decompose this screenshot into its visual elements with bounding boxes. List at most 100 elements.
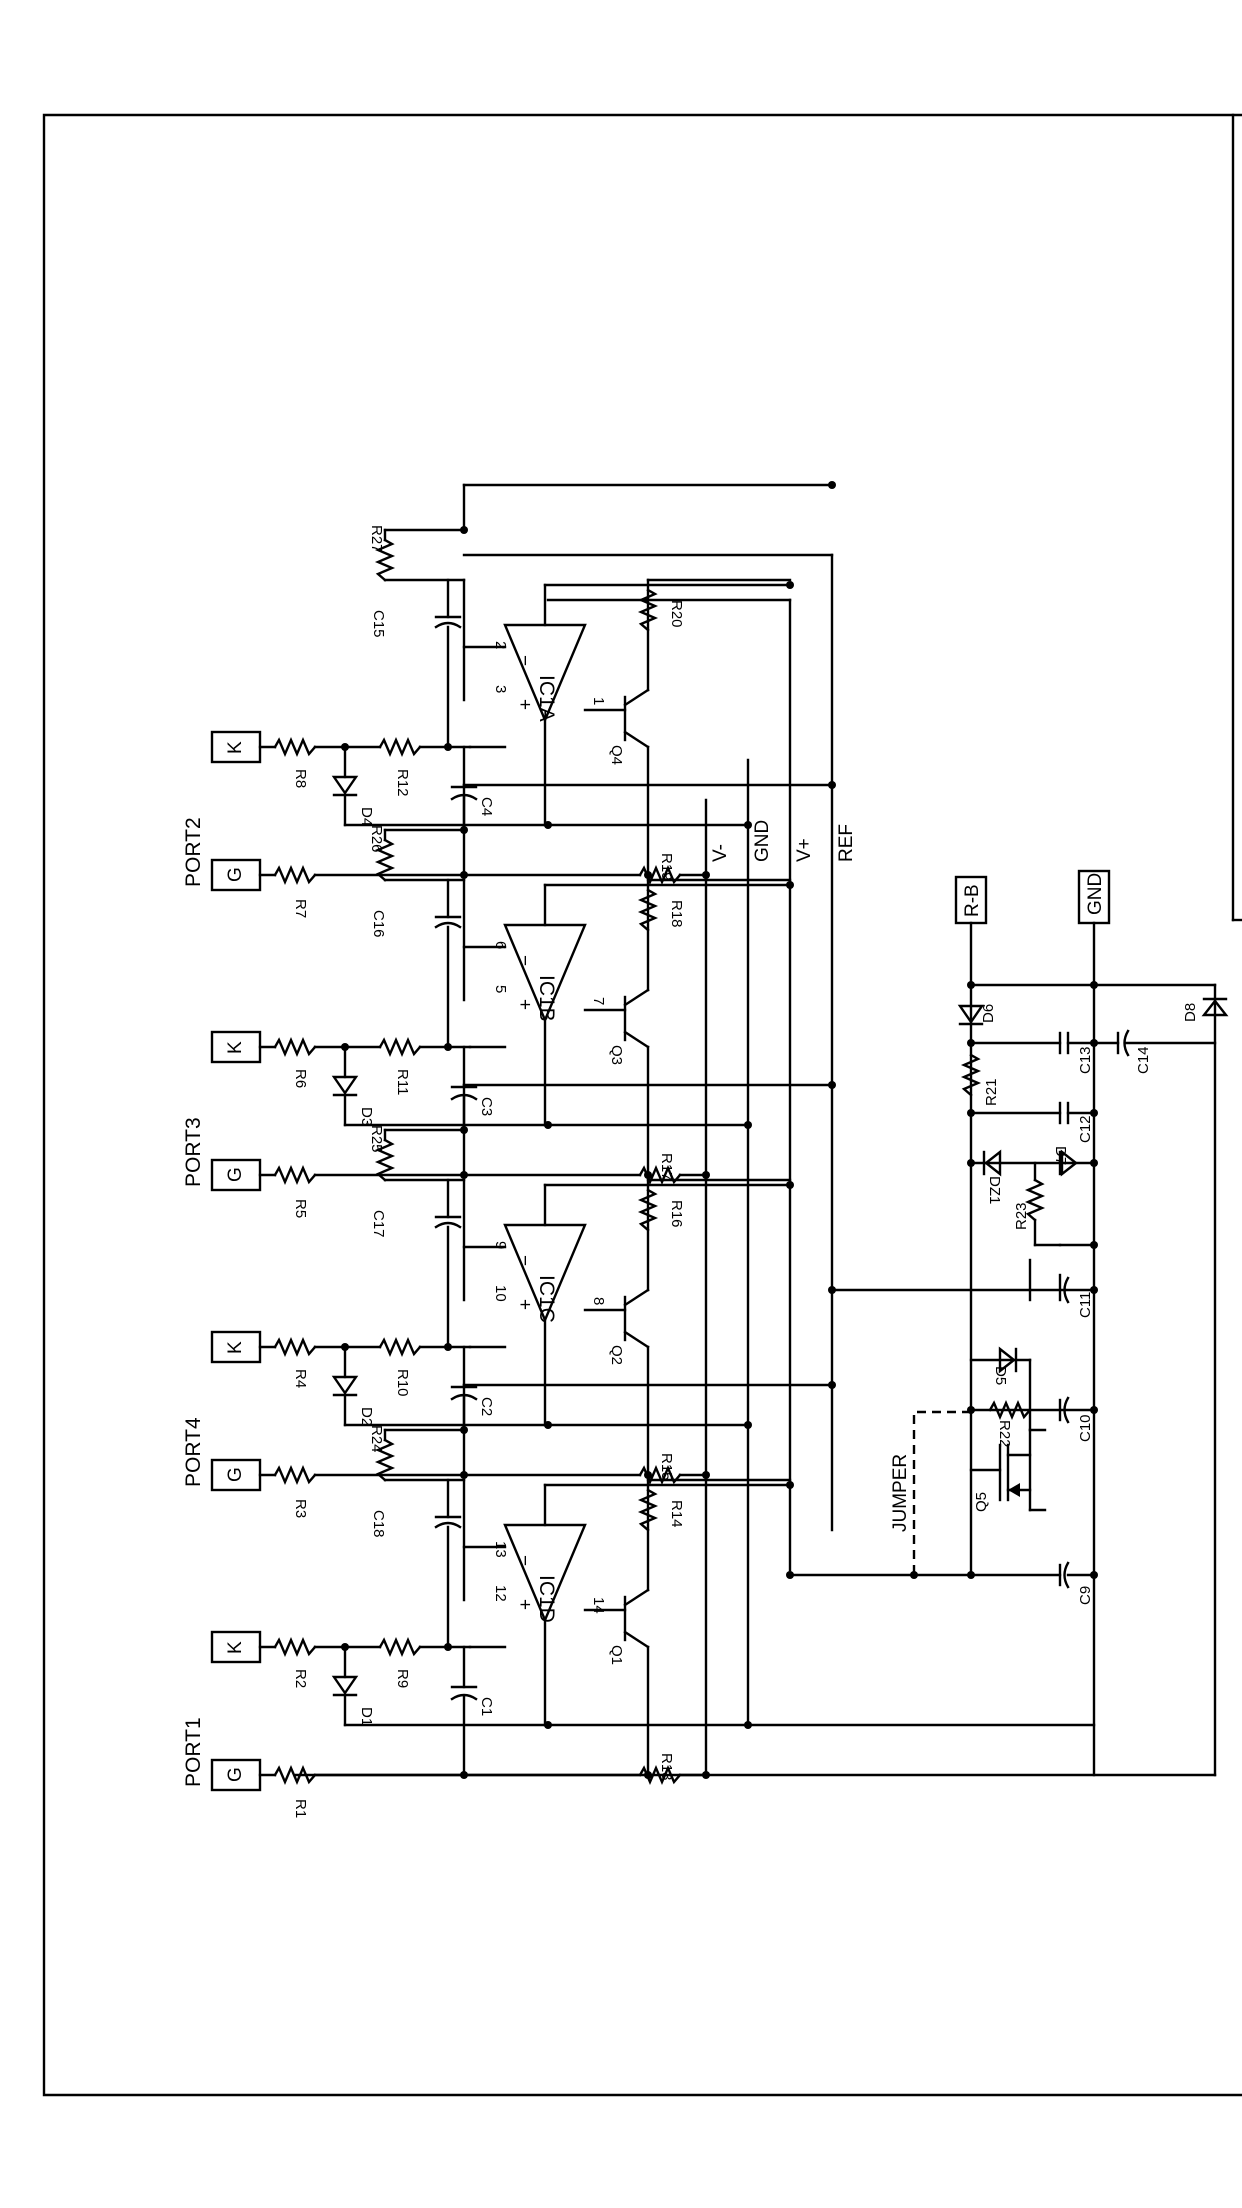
minus-sign: − [514, 655, 535, 666]
rail-label-gnd: GND [752, 820, 773, 862]
r-g-label: R3 [292, 1499, 309, 1518]
d6-label: D6 [980, 1004, 997, 1023]
opamp-label: IC1D [535, 1575, 558, 1623]
plus-sign: + [514, 1299, 535, 1310]
rail-label-vplus: V+ [794, 838, 815, 862]
g-terminal-label: G [225, 1467, 246, 1482]
cap-in-label: C1 [478, 1697, 495, 1716]
pin-plus-label: 3 [492, 685, 509, 693]
rb-terminal-label: R-B [962, 884, 983, 917]
rail-label-vminus: V- [710, 844, 731, 862]
rail-label-ref: REF [836, 824, 857, 862]
g-terminal-label: G [225, 1167, 246, 1182]
diode-label: D1 [358, 1707, 375, 1726]
r-k-label: R8 [292, 769, 309, 788]
gnd-terminal-label: GND [1085, 873, 1106, 915]
r-in-label: R11 [394, 1069, 411, 1095]
diode-label: D2 [358, 1407, 375, 1426]
g-terminal-label: G [225, 867, 246, 882]
r-fb-label: R27 [368, 525, 385, 553]
r-g-label: R7 [292, 899, 309, 918]
cap-fb-label: C16 [370, 910, 387, 938]
r-fb-label: R24 [368, 1425, 385, 1453]
c14-label: C14 [1135, 1046, 1152, 1074]
opamp-label: IC1C [535, 1275, 558, 1323]
drawing-frame [42, 113, 1242, 2097]
r-e-label: R18 [668, 900, 685, 928]
g-terminal-label: G [225, 1767, 246, 1782]
plus-sign: + [514, 1599, 535, 1610]
r-in-label: R10 [394, 1369, 411, 1397]
diode-label: D4 [358, 807, 375, 826]
minus-sign: − [514, 955, 535, 966]
r-e-label: R16 [668, 1200, 685, 1228]
pin-plus-label: 5 [492, 985, 509, 993]
transistor-label: Q2 [608, 1345, 625, 1365]
r-in-label: R12 [394, 769, 411, 797]
minus-sign: − [514, 1255, 535, 1266]
r-e-label: R20 [668, 600, 685, 628]
pin-plus-label: 10 [492, 1285, 509, 1302]
d8-label: D8 [1182, 1003, 1199, 1022]
r-b-label: R19 [658, 853, 675, 881]
r-b-label: R13 [658, 1753, 675, 1781]
plus-sign: + [514, 999, 535, 1010]
transistor-label: Q3 [608, 1045, 625, 1065]
r-g-label: R1 [292, 1799, 309, 1818]
dz1-label: DZ1 [986, 1176, 1003, 1204]
r-k-label: R2 [292, 1669, 309, 1688]
d7-label: D7 [1052, 1146, 1069, 1165]
r-k-label: R6 [292, 1069, 309, 1088]
c11-label: C11 [1077, 1292, 1094, 1318]
power-section [294, 869, 1229, 1777]
diode-label: D3 [358, 1107, 375, 1126]
r-g-label: R5 [292, 1199, 309, 1218]
r-k-label: R4 [292, 1369, 309, 1388]
r21-label: R21 [983, 1078, 1000, 1106]
pin-out-label: 8 [590, 1297, 607, 1305]
pin-minus-label: 9 [492, 1241, 509, 1249]
cap-in-label: C4 [478, 797, 495, 816]
port-label: PORT3 [182, 1117, 205, 1187]
port-label: PORT2 [182, 817, 205, 887]
k-terminal-label: K [225, 1341, 246, 1354]
cap-fb-label: C18 [370, 1510, 387, 1538]
k-terminal-label: K [225, 1641, 246, 1654]
r-in-label: R9 [394, 1669, 411, 1688]
k-terminal-label: K [225, 1041, 246, 1054]
r-fb-label: R26 [368, 825, 385, 853]
jumper-label: JUMPER [890, 1454, 911, 1532]
r23-label: R23 [1013, 1202, 1030, 1230]
plus-sign: + [514, 699, 535, 710]
pin-out-label: 1 [590, 697, 607, 705]
c10-label: C10 [1077, 1414, 1094, 1442]
pin-minus-label: 2 [492, 641, 509, 649]
port-label: PORT4 [182, 1417, 205, 1487]
r-e-label: R14 [668, 1500, 685, 1528]
transistor-label: Q1 [608, 1645, 625, 1665]
pin-plus-label: 12 [492, 1585, 509, 1602]
c13-label: C13 [1077, 1046, 1094, 1074]
r-b-label: R15 [658, 1453, 675, 1481]
c9-label: C9 [1077, 1586, 1094, 1605]
r-b-label: R17 [658, 1153, 675, 1181]
port-label: PORT1 [182, 1717, 205, 1787]
pin-minus-label: 13 [492, 1541, 509, 1558]
pin-minus-label: 6 [492, 941, 509, 949]
transistor-label: Q4 [608, 745, 625, 765]
r-fb-label: R25 [368, 1125, 385, 1153]
c12-label: C12 [1077, 1115, 1094, 1143]
cap-fb-label: C15 [370, 610, 387, 638]
pin-out-label: 7 [590, 997, 607, 1005]
cap-in-label: C3 [478, 1097, 495, 1116]
opamp-label: IC1A [535, 675, 558, 722]
cap-fb-label: C17 [370, 1210, 387, 1238]
k-terminal-label: K [225, 741, 246, 754]
minus-sign: − [514, 1555, 535, 1566]
q5-label: Q5 [973, 1492, 990, 1512]
